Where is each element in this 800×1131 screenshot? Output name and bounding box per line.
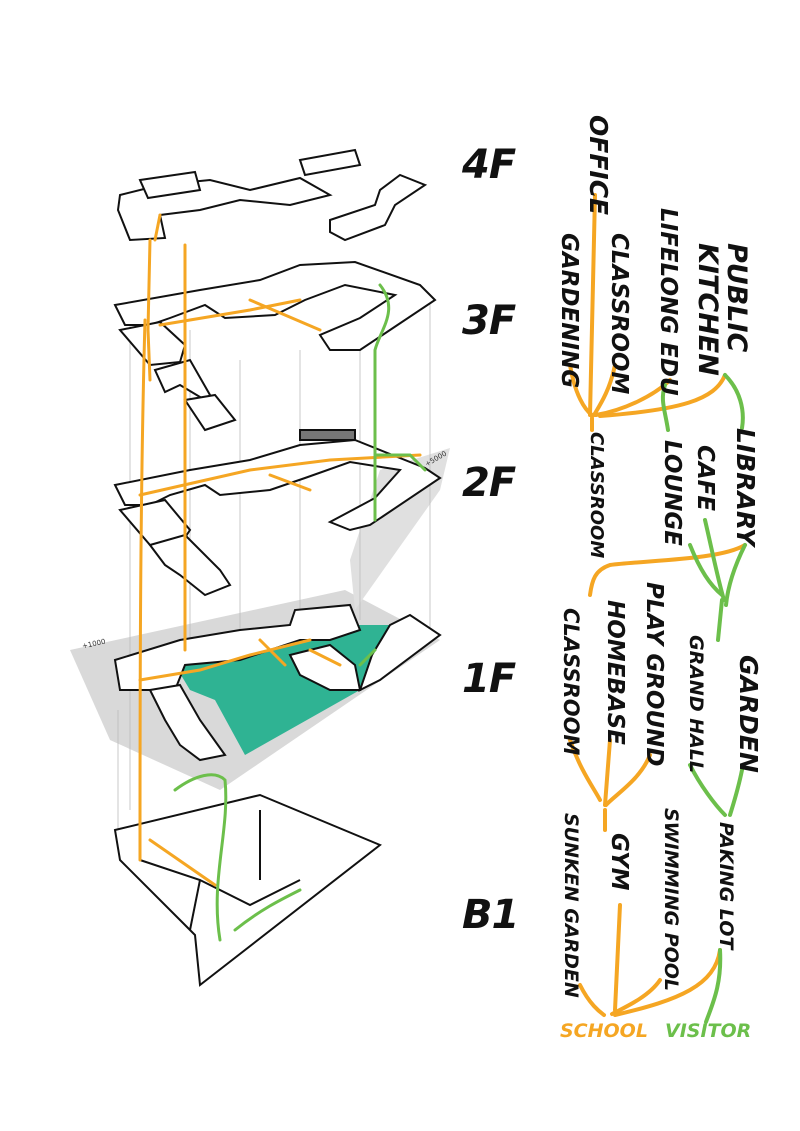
floor-label-1f: 1F xyxy=(462,656,515,702)
node-classroom-3f: CLASSROOM xyxy=(606,233,632,394)
node-lifelong-edu: LIFELONG EDU xyxy=(655,208,681,396)
floor-label-b1: B1 xyxy=(462,892,518,938)
floor-3f-plan xyxy=(115,262,435,430)
floor-label-4f: 4F xyxy=(462,142,515,188)
node-gym: GYM xyxy=(606,833,632,891)
node-play-ground: PLAY GROUND xyxy=(641,582,667,767)
node-sunken-garden: SUNKEN GARDEN xyxy=(560,813,582,998)
floor-label-2f: 2F xyxy=(462,460,515,506)
node-paking-lot: PAKING LOT xyxy=(715,822,737,949)
node-lounge: LOUNGE xyxy=(659,440,685,546)
legend-school: SCHOOL xyxy=(560,1020,648,1042)
legend-visitor: VISITOR xyxy=(665,1020,751,1042)
node-homebase: HOMEBASE xyxy=(602,600,628,745)
node-grand-hall: GRAND HALL xyxy=(685,635,707,773)
node-public-kitchen-line2: KITCHEN xyxy=(692,243,723,376)
floor-4f-plan xyxy=(118,150,425,240)
node-library: LIBRARY xyxy=(731,428,760,546)
floor-b1-plan xyxy=(115,795,380,985)
node-swimming-pool: SWIMMING POOL xyxy=(660,808,682,991)
node-office: OFFICE xyxy=(584,115,613,215)
node-public-kitchen-line1: PUBLIC xyxy=(721,243,752,352)
node-classroom-1f: CLASSROOM xyxy=(559,608,583,755)
node-garden: GARDEN xyxy=(734,655,763,773)
node-gardening: GARDENING xyxy=(556,233,582,388)
node-classroom-2f: CLASSROOM xyxy=(586,432,607,558)
node-cafe: CAFE xyxy=(692,445,718,511)
floor-label-3f: 3F xyxy=(462,298,515,344)
